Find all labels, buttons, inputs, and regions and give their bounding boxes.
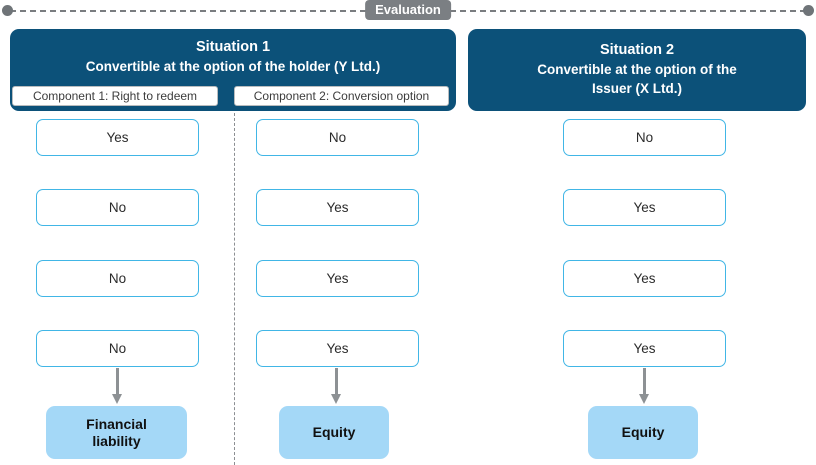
answer-box: No (256, 119, 419, 156)
evaluation-band: Evaluation (0, 0, 816, 22)
arrow-down-icon (331, 368, 342, 406)
arrow-head (639, 394, 649, 404)
result-label-line-2: liability (92, 432, 141, 449)
result-box-equity: Equity (588, 406, 698, 459)
situation-1-subtitle: Convertible at the option of the holder … (85, 59, 381, 74)
answer-box: No (36, 260, 199, 297)
component-1-chip: Component 1: Right to redeem (12, 86, 218, 106)
answer-box: Yes (36, 119, 199, 156)
result-label-line-1: Financial (86, 415, 147, 432)
answer-box: Yes (256, 189, 419, 226)
answer-box: Yes (256, 260, 419, 297)
result-box-financial-liability: Financial liability (46, 406, 187, 459)
component-column-divider (234, 113, 235, 465)
arrow-down-icon (639, 368, 650, 406)
evaluation-endpoint-dot-left (2, 5, 13, 16)
situation-1-title: Situation 1 (195, 39, 271, 55)
result-box-equity: Equity (279, 406, 389, 459)
arrow-shaft (335, 368, 338, 396)
arrow-down-icon (112, 368, 123, 406)
answer-box: No (563, 119, 726, 156)
answer-box: Yes (563, 260, 726, 297)
situation-2-subtitle-line-1: Convertible at the option of the (537, 62, 737, 77)
situation-2-header: Situation 2 Convertible at the option of… (468, 29, 806, 111)
answer-box: Yes (256, 330, 419, 367)
answer-box: Yes (563, 189, 726, 226)
arrow-shaft (116, 368, 119, 396)
answer-box: No (36, 189, 199, 226)
component-2-chip: Component 2: Conversion option (234, 86, 449, 106)
situation-2-subtitle-line-2: Issuer (X Ltd.) (591, 81, 682, 96)
evaluation-endpoint-dot-right (803, 5, 814, 16)
situation-2-title: Situation 2 (599, 42, 675, 58)
arrow-head (112, 394, 122, 404)
arrow-shaft (643, 368, 646, 396)
arrow-head (331, 394, 341, 404)
answer-box: Yes (563, 330, 726, 367)
evaluation-label: Evaluation (365, 0, 451, 20)
answer-box: No (36, 330, 199, 367)
